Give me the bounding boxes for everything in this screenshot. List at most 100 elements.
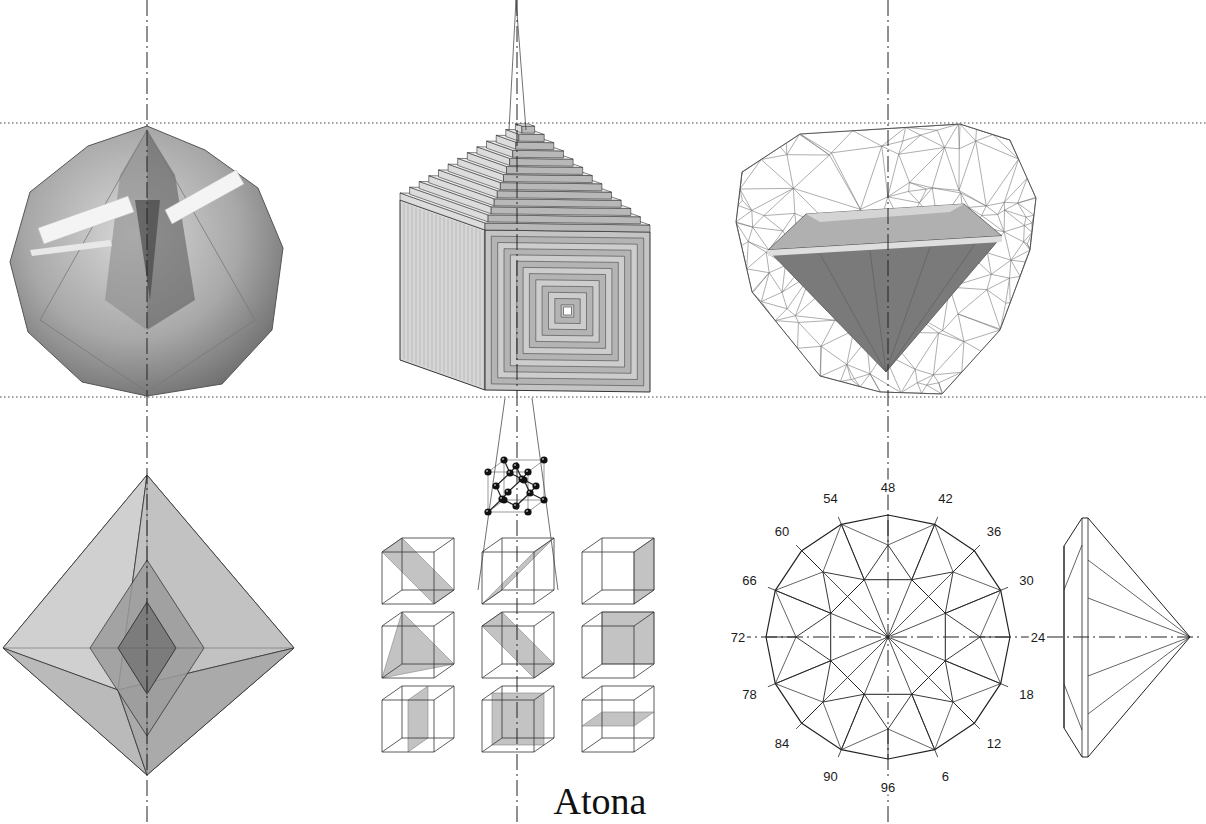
axis-line: [147, 0, 148, 824]
cube-edge: [382, 552, 434, 553]
carbon-atom: [492, 482, 499, 489]
crystal-plane: [492, 693, 544, 745]
carbon-atom: [524, 508, 531, 515]
radial-line: [796, 637, 888, 729]
cube-edge: [534, 700, 535, 752]
bezel-line: [945, 661, 1000, 684]
cube-edge: [534, 612, 554, 626]
growth-square: [549, 292, 587, 329]
crystal-plane: [602, 612, 654, 664]
cell-edge: [504, 460, 544, 461]
cube-edge: [434, 612, 454, 626]
cube-edge: [534, 664, 554, 678]
atom-highlight: [508, 471, 510, 473]
crystal-plane: [482, 612, 554, 678]
crystal-edge: [147, 320, 255, 392]
cube-edge: [534, 738, 554, 752]
bezel-line: [953, 551, 974, 572]
atom-highlight: [500, 497, 502, 499]
cube-edge: [502, 612, 554, 613]
carbon-atom: [524, 468, 531, 475]
cube-edge: [482, 552, 534, 553]
cube-edge: [382, 664, 402, 678]
cube-edge: [482, 626, 483, 678]
bezel-line: [802, 551, 823, 572]
step-side: [519, 134, 544, 141]
cube-edge: [634, 538, 654, 552]
cube-edge: [502, 686, 503, 738]
pavilion-line: [1088, 598, 1190, 637]
cube-edge: [582, 612, 602, 626]
cube-edge: [582, 626, 583, 678]
bezel-line: [953, 702, 974, 723]
star-facet: [823, 661, 831, 702]
cube-edge: [502, 590, 554, 591]
facet-index: 90: [821, 768, 839, 783]
band-line: [0, 397, 1206, 398]
radial-line: [888, 637, 980, 729]
cube-edge: [602, 612, 654, 613]
cell-edge: [488, 472, 489, 512]
radial-line: [888, 517, 938, 637]
plane-cube: [382, 538, 454, 604]
cube-edge: [582, 626, 634, 627]
atom-highlight: [542, 458, 544, 460]
carbon-atom: [504, 488, 511, 495]
facet-index: 18: [1017, 687, 1035, 702]
carbon-atom: [506, 469, 513, 476]
plane-cube: [482, 538, 554, 604]
crystal-plane: [382, 612, 454, 678]
hatch-line: [424, 210, 425, 366]
atom-highlight: [528, 491, 530, 493]
atom-highlight: [486, 470, 488, 472]
cube-edge: [654, 612, 655, 664]
growth-square: [523, 267, 612, 354]
cell-edge: [504, 500, 544, 501]
cube-edge: [602, 538, 654, 539]
rough-outline: [736, 124, 1036, 394]
carbon-atom: [484, 508, 491, 515]
octahedron-outline: [3, 475, 294, 775]
upper-girdle: [823, 524, 841, 572]
step-side: [522, 126, 535, 133]
pavilion-line: [1088, 560, 1190, 637]
cube-edge: [382, 738, 402, 752]
hatch-line: [484, 232, 485, 388]
cube-edge: [482, 552, 483, 604]
facet-index: 66: [740, 572, 758, 587]
cube-edge: [602, 538, 603, 590]
plane-cube: [482, 686, 554, 752]
cube-edge: [582, 686, 602, 700]
cell-edge: [544, 460, 545, 500]
facet-index: 30: [1017, 572, 1035, 587]
cube-edge: [402, 590, 454, 591]
carbon-atom: [484, 468, 491, 475]
upper-girdle: [775, 684, 823, 702]
pavilion-line: [886, 247, 930, 372]
plane-cube: [382, 686, 454, 752]
facet-index: 78: [740, 687, 758, 702]
cube-right-face: [485, 230, 650, 392]
cube-edge: [482, 752, 534, 753]
hatch-line: [416, 208, 417, 364]
hatch-line: [448, 219, 449, 375]
atom-highlight: [542, 498, 544, 500]
radial-line: [888, 587, 1008, 637]
hatch-line: [432, 213, 433, 369]
projection-line: [532, 398, 558, 590]
cell-edge: [504, 460, 505, 500]
upper-girdle: [935, 524, 953, 572]
star-facet: [888, 694, 912, 729]
hatch-line: [468, 226, 469, 382]
cube-edge: [434, 538, 454, 552]
cube-edge: [582, 700, 634, 701]
star-facet: [945, 661, 953, 702]
crystal-plane: [408, 686, 428, 752]
cube-edge: [382, 686, 402, 700]
cube-edge: [382, 590, 402, 604]
hatch-line: [436, 215, 437, 371]
atom-highlight: [526, 470, 528, 472]
crystal-edge: [40, 320, 147, 392]
radial-line: [888, 637, 938, 757]
hatch-line: [428, 212, 429, 368]
